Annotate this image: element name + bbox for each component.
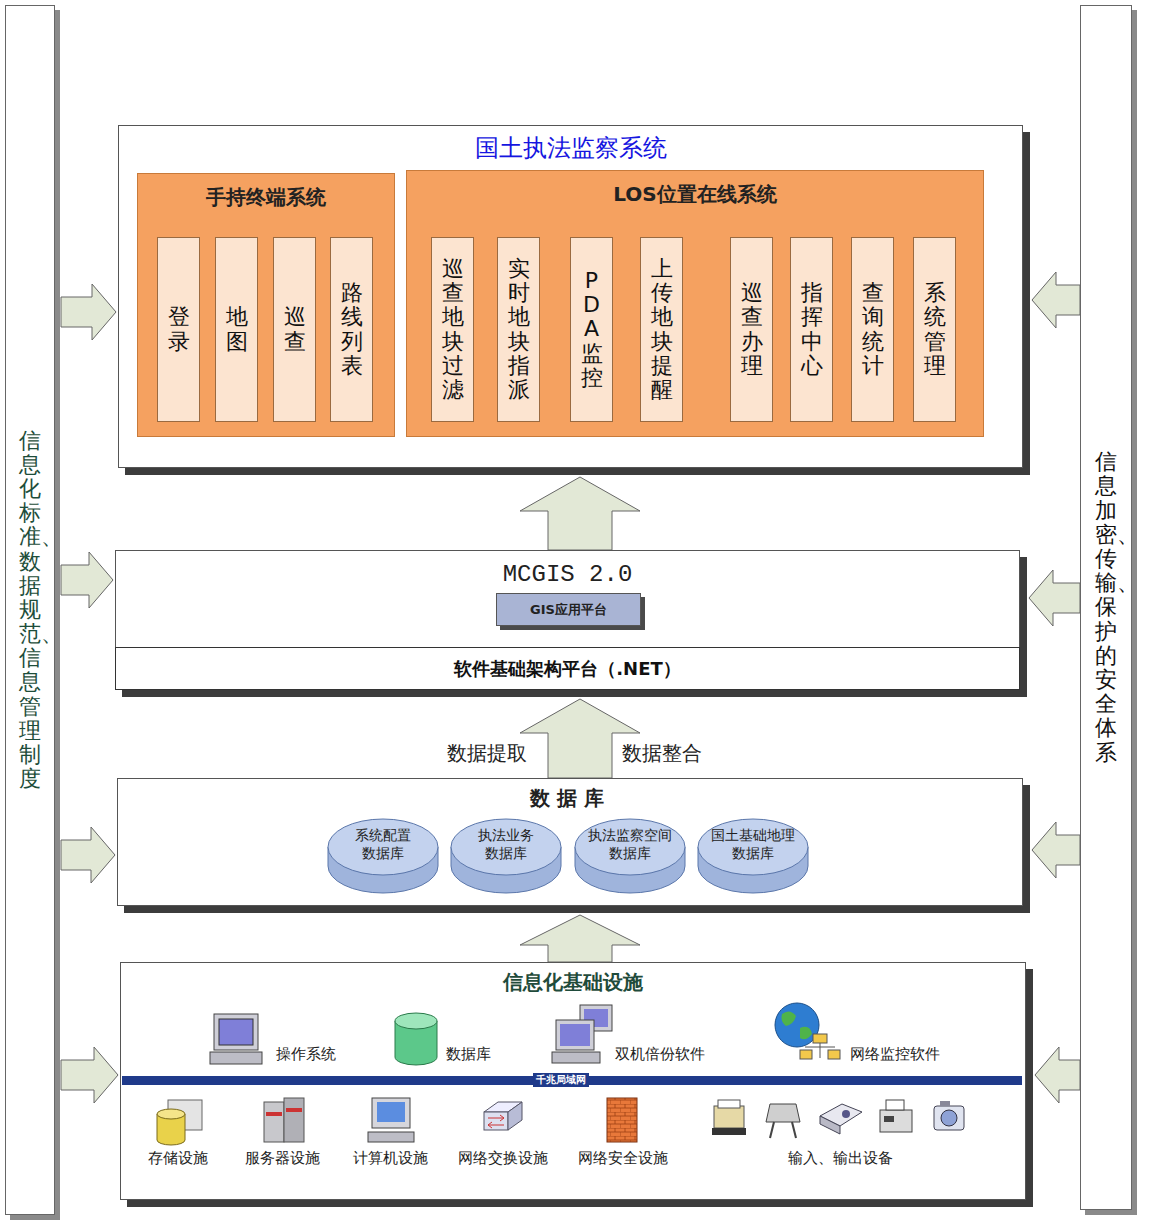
module-box-text: 实时地块指派 [508,257,530,402]
module-box-text: 巡查地块过滤 [442,257,464,402]
framework-band: 软件基础架构平台（.NET） [115,647,1020,690]
module-box: 查询统计 [851,237,894,422]
infrastructure-label: 输入、输出设备 [788,1149,893,1168]
module-box-text: 上传地块提醒 [651,257,673,402]
module-box: 指挥中心 [790,237,833,422]
block-arrow [61,552,113,608]
module-box-text: 路线列表 [341,281,363,378]
block-arrow [1032,822,1080,878]
gis-platform-box-text: GIS应用平台 [530,601,607,619]
block-arrow [1035,1047,1080,1103]
module-box: PDA监控 [570,237,613,422]
module-box-text: 巡查 [284,305,306,353]
module-box-text: 查询统计 [862,281,884,378]
module-box: 巡查 [273,237,316,422]
io-device-icons [712,1100,964,1138]
cylinder-top [698,819,808,875]
block-arrow [520,477,640,550]
security-bar: 信息加密、传输、保护的安全体系 [1080,5,1132,1210]
infrastructure-label: 千兆局域网 [533,1073,589,1087]
module-box-text: 系统管理 [924,281,946,378]
block-arrow [520,915,640,962]
switch-icon [484,1102,522,1130]
database-cylinder-text: 执法监察空间 数据库 [580,827,680,862]
module-box-text: 地图 [226,305,248,353]
infrastructure-label: 服务器设施 [245,1149,320,1168]
subsystem-panel-text: 手持终端系统 [206,184,326,211]
block-arrow [61,827,115,883]
standards-bar-text: 信息化标准、数据规范、信息管理制度 [19,429,41,792]
system-box: 国土执法监察系统手持终端系统登录地图巡查 路线列表 LOS位置在线系统巡查地块过滤 实… [118,125,1023,468]
module-box: 系统管理 [913,237,956,422]
framework-band-text: 软件基础架构平台（.NET） [454,657,680,681]
module-box: 巡查地块过滤 [431,237,474,422]
module-box: 实时地块指派 [497,237,540,422]
database-cylinder: 执法业务 数据库 [450,816,562,896]
edge-label: 数据提取 [447,740,527,767]
infrastructure-label: 数据库 [446,1045,491,1064]
block-arrow [61,1047,118,1103]
block-arrow [61,284,116,340]
cylinder-top [575,819,685,875]
cylinder-top [451,819,561,875]
security-bar-text: 信息加密、传输、保护的安全体系 [1095,450,1117,764]
block-arrow [1029,570,1080,626]
infrastructure-label: 数据整合 [622,740,702,767]
module-box: 巡查办理 [730,237,773,422]
module-box-text: 巡查办理 [741,281,763,378]
server-icon [264,1098,304,1142]
cylinder-top [328,819,438,875]
database-cylinder: 国土基础地理 数据库 [697,816,809,896]
subsystem-panel-text: LOS位置在线系统 [613,181,776,208]
subsystem-panel: LOS位置在线系统巡查地块过滤 实时地块指派 PDA监控 上传地块提醒 巡查办理 指挥中心… [406,170,984,437]
system-box-text: 国土执法监察系统 [475,132,667,164]
os-monitor-icon [210,1014,262,1064]
database-cylinder-text: 国土基础地理 数据库 [703,827,803,862]
database-icon [395,1013,437,1065]
infrastructure-label: 网络交换设施 [458,1149,548,1168]
computer-icon [368,1098,414,1142]
infrastructure-label: 网络安全设施 [578,1149,668,1168]
module-box-text: PDA监控 [581,269,603,390]
database-layer-box-text: 数据库 [530,785,611,812]
infrastructure-label: 双机倍份软件 [615,1045,705,1064]
database-cylinder: 系统配置 数据库 [327,816,439,896]
module-box: 上传地块提醒 [640,237,683,422]
subsystem-panel: 手持终端系统登录地图巡查 路线列表 [137,173,395,437]
database-cylinder: 执法监察空间 数据库 [574,816,686,896]
module-box: 登录 [157,237,200,422]
database-layer-box: 数据库系统配置 数据库执法业务 数据库执法监察空间 数据库国土基础地理 数据库 [117,778,1023,906]
infrastructure-label: 操作系统 [276,1045,336,1064]
firewall-icon [607,1098,637,1142]
module-box: 地图 [215,237,258,422]
gis-platform-box: GIS应用平台 [496,593,641,626]
infrastructure-box-text: 信息化基础设施 [503,969,643,996]
network-monitor-icon [775,1003,840,1059]
module-box-text: 登录 [168,305,190,353]
module-box: 路线列表 [330,237,373,422]
infrastructure-label: 存储设施 [148,1149,208,1168]
database-cylinder-text: 执法业务 数据库 [456,827,556,862]
platform-box-text: MCGIS 2.0 [503,561,633,588]
block-arrow [1032,272,1080,328]
module-box-text: 指挥中心 [801,281,823,378]
database-cylinder-text: 系统配置 数据库 [333,827,433,862]
infrastructure-label: 计算机设施 [353,1149,428,1168]
platform-box: MCGIS 2.0GIS应用平台软件基础架构平台（.NET） [115,550,1020,690]
dual-backup-icon [552,1005,612,1063]
standards-bar: 信息化标准、数据规范、信息管理制度 [5,5,55,1215]
storage-icon [157,1100,202,1145]
block-arrow [520,699,640,778]
infrastructure-label: 网络监控软件 [850,1045,940,1064]
